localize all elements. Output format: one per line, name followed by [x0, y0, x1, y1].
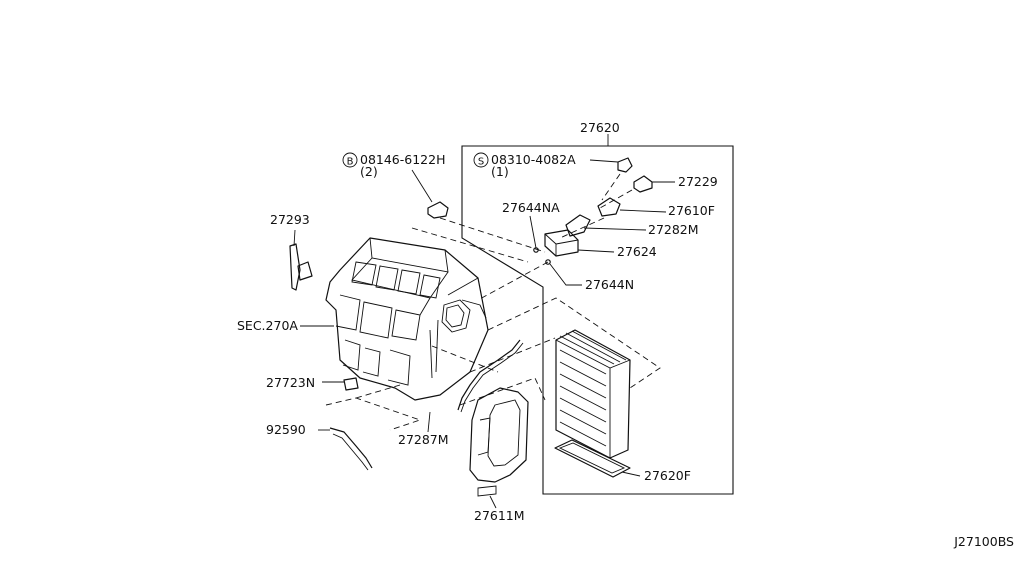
label-27611M: 27611M: [474, 508, 525, 523]
assembly-guides: [325, 173, 661, 431]
part-27620F-filter: [554, 439, 631, 478]
screw-s-symbol: S: [473, 152, 489, 168]
part-27611M-cover: [469, 387, 529, 497]
bolt-b-part: [427, 201, 449, 219]
label-27282M: 27282M: [648, 222, 699, 237]
label-27610F: 27610F: [668, 203, 715, 218]
part-27229-bolt: [633, 175, 653, 193]
evaporator-core: [555, 329, 631, 459]
label-27287M: 27287M: [398, 432, 449, 447]
evaporator-assembly-box: [461, 145, 734, 495]
bolt-b-symbol-letter: B: [347, 157, 354, 168]
label-bolt-b-code: 08146-6122H: [360, 152, 446, 167]
label-27644N: 27644N: [585, 277, 634, 292]
label-screw-s-qty: (1): [491, 164, 509, 179]
label-27620: 27620: [580, 120, 620, 135]
label-sec270A: SEC.270A: [237, 318, 298, 333]
part-27610F-gasket: [597, 197, 621, 217]
leader-lines: [293, 134, 675, 509]
heater-unit-case: [325, 237, 489, 401]
screw-s-part: [617, 157, 633, 173]
part-27293-sensor: [289, 243, 313, 291]
label-screw-s-code: 08310-4082A: [491, 152, 576, 167]
part-27723N-clip: [343, 377, 359, 391]
label-27620F: 27620F: [644, 468, 691, 483]
label-bolt-b-qty: (2): [360, 164, 378, 179]
bolt-b-symbol: B: [342, 152, 358, 168]
label-27723N: 27723N: [266, 375, 315, 390]
label-27644NA: 27644NA: [502, 200, 560, 215]
diagram-id: J27100BS: [953, 534, 1014, 549]
label-92590: 92590: [266, 422, 306, 437]
part-92590-hose: [329, 427, 373, 469]
screw-s-symbol-letter: S: [478, 157, 484, 168]
label-27624: 27624: [617, 244, 657, 259]
label-27293: 27293: [270, 212, 310, 227]
part-27624-valve: [544, 229, 579, 257]
label-27229: 27229: [678, 174, 718, 189]
part-27644N-oring: [545, 259, 551, 265]
part-27287M-tube: [457, 339, 521, 411]
part-27282M-gasket: [565, 214, 591, 237]
